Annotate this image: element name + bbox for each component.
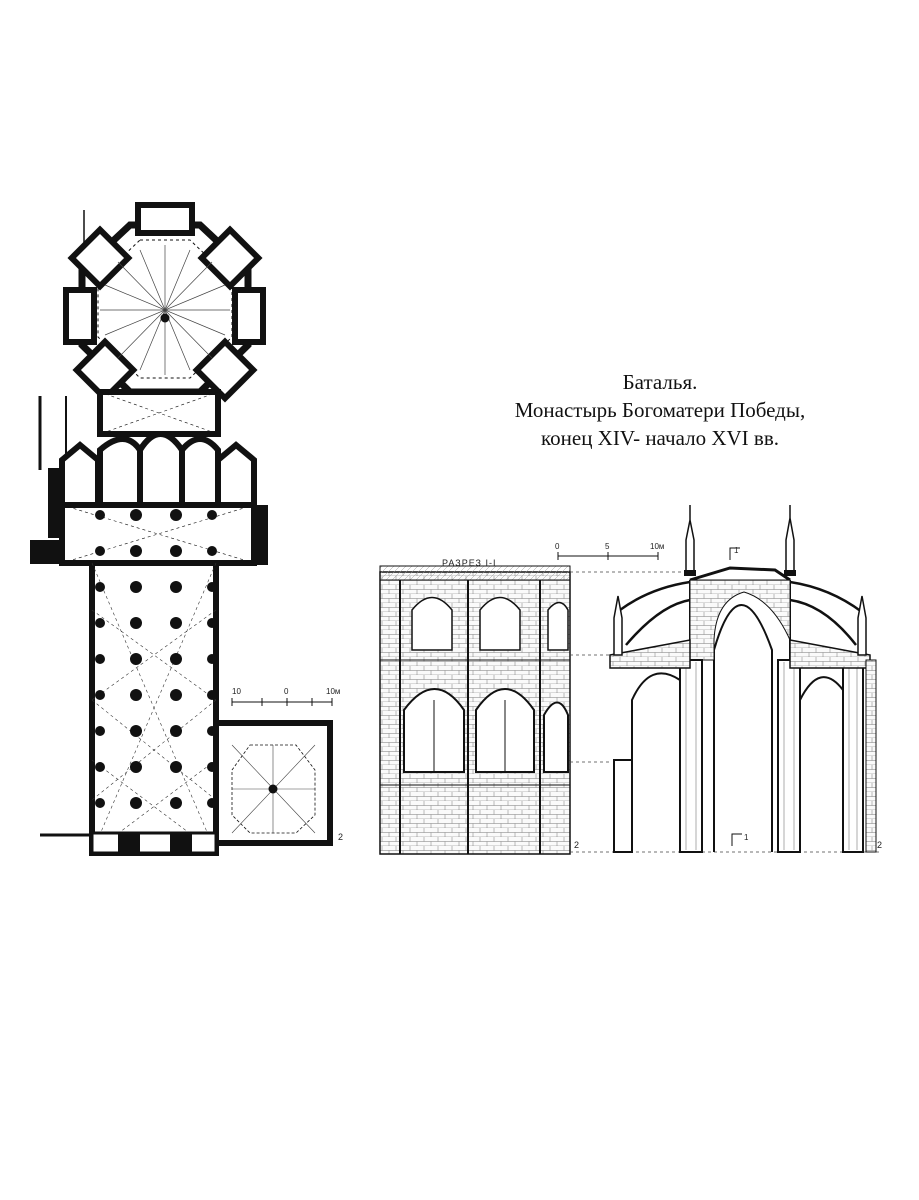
plan-section-mark: 2 — [338, 832, 343, 842]
pier — [170, 509, 182, 521]
pier — [130, 545, 142, 557]
clerestory-windows — [411, 596, 569, 651]
pier — [170, 797, 182, 809]
pier — [95, 762, 105, 772]
pier — [95, 798, 105, 808]
pier — [130, 617, 142, 629]
pier — [170, 689, 182, 701]
pier — [95, 654, 105, 664]
pier — [95, 726, 105, 736]
section-scale-label-zero: 0 — [555, 542, 560, 551]
floor-plan: 10 0 10м 2 — [30, 202, 343, 856]
pier — [95, 582, 105, 592]
pier — [207, 618, 217, 628]
title-line-1: Баталья. — [622, 370, 698, 394]
pier — [170, 617, 182, 629]
pier — [207, 654, 217, 664]
plan-scale-label-right: 10м — [326, 687, 340, 696]
cut-marks — [729, 547, 742, 846]
pier — [95, 690, 105, 700]
chapter-house — [213, 720, 333, 846]
pier — [170, 653, 182, 665]
plan-scale-label-left: 10 — [232, 687, 241, 696]
section-level-mark-left: 2 — [574, 840, 579, 850]
pier — [207, 582, 217, 592]
pier — [130, 761, 142, 773]
octagonal-chapel — [63, 202, 266, 403]
chancel-chapels — [59, 431, 257, 508]
longitudinal-section: РАЗРЕЗ I-I — [379, 558, 571, 855]
pier — [95, 618, 105, 628]
pier — [95, 510, 105, 520]
plan-scale-bar: 10 0 10м — [231, 687, 340, 706]
pier — [130, 581, 142, 593]
pier — [207, 690, 217, 700]
pier — [207, 510, 217, 520]
pier — [130, 725, 142, 737]
pier — [130, 689, 142, 701]
title-line-2: Монастырь Богоматери Победы, — [514, 398, 806, 422]
plan-scale-label-zero: 0 — [284, 687, 289, 696]
pier — [170, 725, 182, 737]
level-reference-lines — [570, 571, 880, 853]
cross-section: 0 5 10м — [555, 505, 882, 853]
section-level-mark-right: 2 — [877, 840, 882, 850]
title-line-3: конец XIV- начало XVI вв. — [541, 426, 779, 450]
drawing-title: Баталья. Монастырь Богоматери Победы, ко… — [440, 368, 880, 452]
pier — [207, 546, 217, 556]
pier — [130, 653, 142, 665]
pier — [130, 797, 142, 809]
section-piers — [613, 659, 864, 853]
pier — [95, 546, 105, 556]
cut-mark-top: 1 — [734, 546, 739, 555]
section-scale-label-five: 5 — [605, 542, 610, 551]
pier — [170, 545, 182, 557]
section-scale-bar: 0 5 10м — [555, 542, 664, 560]
pier — [170, 581, 182, 593]
nave-vault-ribs — [91, 562, 217, 854]
pier — [170, 761, 182, 773]
section-label: РАЗРЕЗ I-I — [442, 558, 496, 568]
cut-mark-bottom: 1 — [744, 833, 749, 842]
section-scale-label-ten: 10м — [650, 542, 664, 551]
pier — [130, 509, 142, 521]
